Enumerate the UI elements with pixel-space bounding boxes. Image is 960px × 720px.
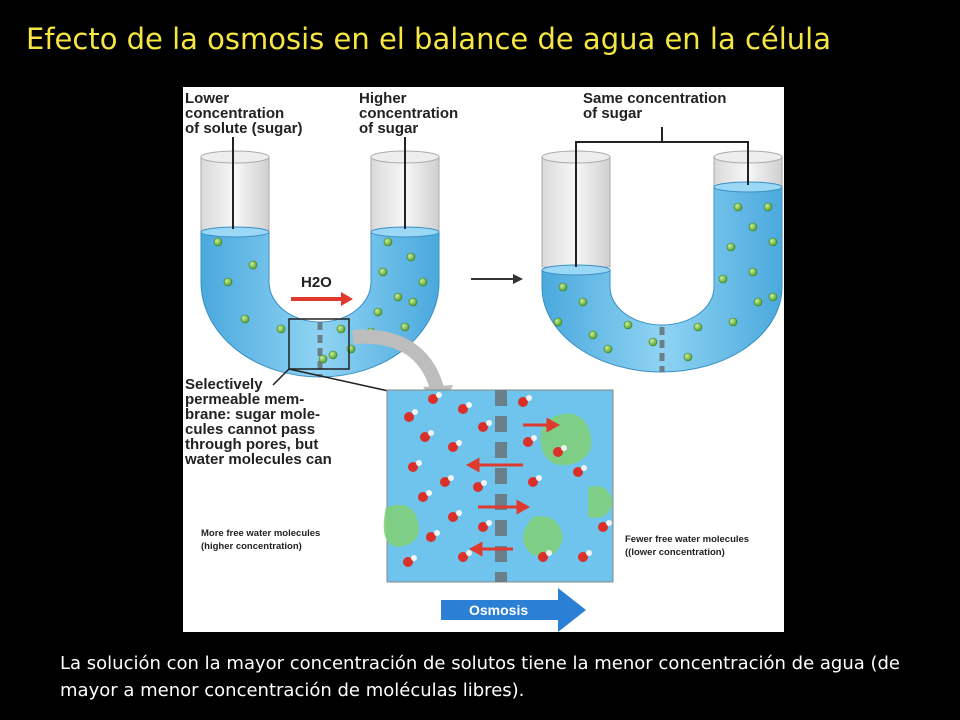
more-water-label: More free water molecules (higher concen…	[201, 528, 321, 552]
lower-concentration-label: Lower concentration of solute (sugar)	[185, 90, 303, 137]
osmosis-diagram	[200, 127, 783, 632]
same-concentration-label: Same concentration of sugar	[583, 90, 727, 122]
membrane-label: Selectively permeable mem- brane: sugar …	[185, 376, 332, 468]
osmosis-figure: Lower concentration of solute (sugar) Hi…	[183, 87, 784, 632]
membrane-zoom-panel	[383, 389, 614, 583]
slide-title: Efecto de la osmosis en el balance de ag…	[26, 22, 832, 56]
osmosis-arrow	[441, 588, 586, 632]
sugar-molecules	[213, 202, 778, 364]
slide-caption: La solución con la mayor concentración d…	[60, 653, 901, 701]
fewer-water-label: Fewer free water molecules ((lower conce…	[625, 534, 750, 558]
h2o-label: H2O	[301, 274, 332, 291]
water-molecules	[403, 392, 612, 567]
higher-concentration-label: Higher concentration of sugar	[359, 90, 459, 137]
right-u-tube	[541, 150, 783, 373]
osmosis-label: Osmosis	[469, 602, 529, 618]
